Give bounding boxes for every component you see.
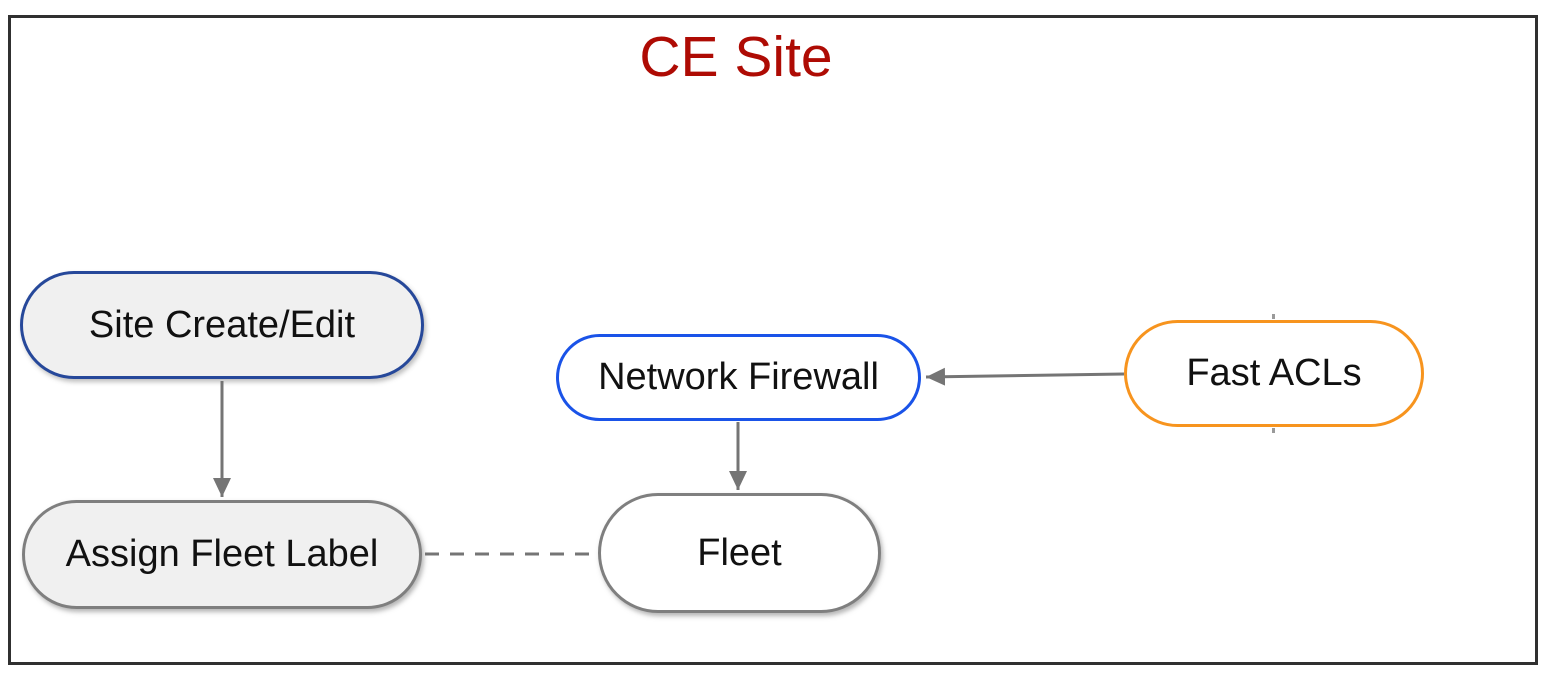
node-fast-acls: Fast ACLs <box>1124 320 1424 427</box>
node-site-create-edit: Site Create/Edit <box>20 271 424 379</box>
node-assign-fleet-label-label: Assign Fleet Label <box>65 533 379 575</box>
node-assign-fleet-label: Assign Fleet Label <box>22 500 422 609</box>
diagram-title: CE Site <box>639 25 833 89</box>
node-site-create-edit-label: Site Create/Edit <box>88 303 356 346</box>
anchor-tick-top <box>1272 314 1275 319</box>
anchor-tick-bottom <box>1272 428 1275 433</box>
node-network-firewall: Network Firewall <box>556 334 921 421</box>
node-fast-acls-label: Fast ACLs <box>1186 352 1362 394</box>
node-fleet: Fleet <box>598 493 881 613</box>
node-fleet-label: Fleet <box>697 531 782 574</box>
node-network-firewall-label: Network Firewall <box>598 356 879 398</box>
